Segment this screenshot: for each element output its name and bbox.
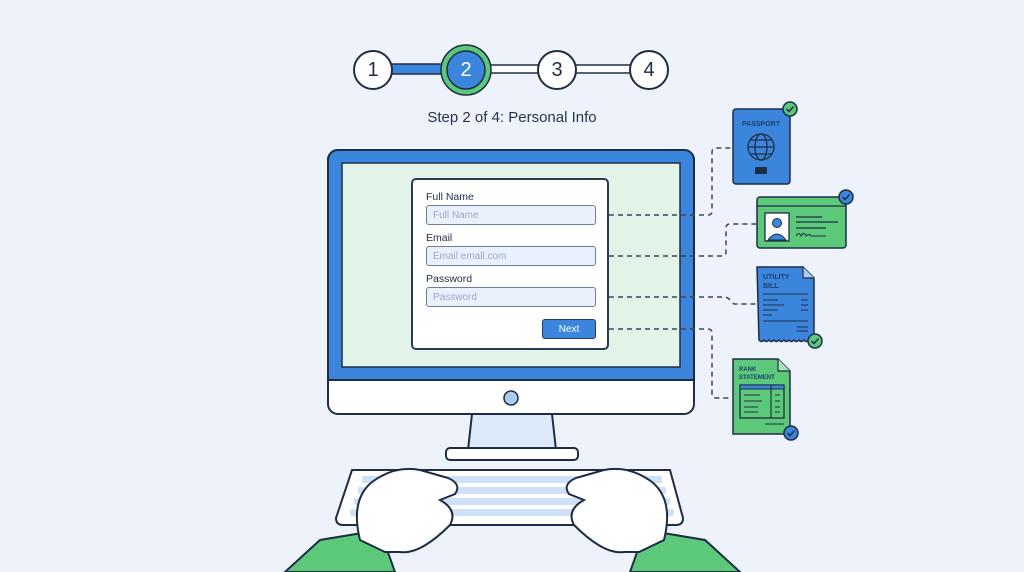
monitor-stand [466, 413, 558, 451]
svg-text:BILL: BILL [763, 283, 779, 290]
left-hand [283, 467, 459, 572]
svg-text:STATEMENT: STATEMENT [739, 375, 775, 381]
email-input[interactable] [426, 246, 596, 266]
step-1[interactable]: 1 [353, 50, 393, 90]
svg-text:3: 3 [551, 59, 562, 81]
step-3[interactable]: 3 [537, 50, 577, 90]
check-icon [782, 101, 798, 117]
globe-icon [747, 133, 775, 161]
step-4[interactable]: 4 [629, 50, 669, 90]
next-button[interactable]: Next [542, 319, 596, 339]
check-icon [783, 425, 799, 441]
check-icon [838, 189, 854, 205]
svg-text:PASSPORT: PASSPORT [742, 121, 781, 128]
stepper: 1 2 3 4 [353, 44, 669, 96]
utility-bill-document: UTILITY BILL [756, 266, 823, 349]
svg-text:RANK: RANK [739, 367, 757, 373]
check-icon [807, 333, 823, 349]
svg-text:UTILITY: UTILITY [763, 274, 790, 281]
right-hand [565, 467, 742, 572]
step-2-current[interactable]: 2 [440, 44, 492, 96]
bank-statement-document: RANK STATEMENT [732, 358, 799, 441]
svg-text:4: 4 [643, 59, 654, 81]
email-label: Email [426, 232, 453, 244]
passport-document: PASSPORT [732, 101, 798, 185]
full-name-label: Full Name [426, 191, 474, 203]
password-label: Password [426, 273, 473, 285]
progress-connector [574, 64, 632, 74]
progress-connector [487, 64, 541, 74]
id-card-document [756, 189, 854, 249]
power-button-icon [503, 390, 519, 406]
step-title: Step 2 of 4: Personal Info [427, 109, 597, 126]
svg-text:1: 1 [367, 59, 378, 81]
monitor-base [445, 447, 579, 461]
password-input[interactable] [426, 287, 596, 307]
dashed-connectors [600, 147, 756, 399]
full-name-input[interactable] [426, 205, 596, 225]
svg-text:2: 2 [460, 59, 471, 81]
